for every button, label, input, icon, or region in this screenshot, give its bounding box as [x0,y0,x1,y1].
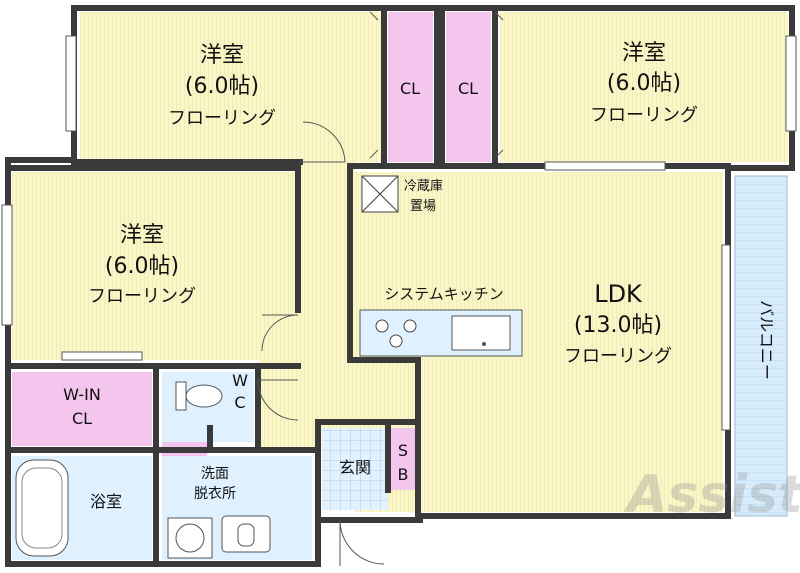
fridge-label-1: 冷蔵庫 [404,179,443,194]
bathroom-label: 浴室 [90,492,122,511]
doors [257,11,504,566]
walk-in-closet-label-1: W-IN [63,385,101,404]
bedroom-top-left-floor [80,12,382,162]
walls [5,5,795,567]
closet-2-label: CL [458,79,478,98]
assist-logo: Assist [623,465,800,525]
svg-text:Assist: Assist [623,465,800,525]
kitchen-label: システムキッチン [384,285,504,303]
fridge-space [361,175,399,213]
bedroom-left-size: (6.0帖) [105,254,179,279]
washroom-label-1: 洗面 [201,466,229,482]
bedroom-top-left-floor-label: フローリング [168,108,276,129]
walk-in-closet-fill [12,372,152,446]
closet-2-fill [446,12,491,162]
bedroom-top-left-name: 洋室 [200,43,244,68]
bathtub [15,459,69,557]
toilet-fixture [175,381,223,411]
bedroom-top-left-size: (6.0帖) [185,74,259,99]
ldk-floor-label: フローリング [564,346,672,367]
closet-1-label: CL [400,79,420,98]
bedroom-top-right-size: (6.0帖) [607,71,681,96]
bedroom-top-right-floor-label: フローリング [590,105,698,126]
shoe-box-label-2: B [398,465,409,484]
walk-in-closet-label-2: CL [72,409,92,428]
ldk-name: LDK [594,280,643,308]
toilet-label-2: C [234,393,245,412]
bedroom-top-right-name: 洋室 [622,41,666,66]
balcony-label: バルコニー [757,300,776,380]
fridge-label-2: 置場 [410,199,436,214]
shoe-box-fill [388,428,418,490]
ldk-size: (13.0帖) [574,313,662,338]
washroom-label-2: 脱衣所 [194,486,236,502]
closet-1-fill [388,12,433,162]
entrance-label: 玄関 [339,458,371,477]
windows [1,35,797,431]
entrance-tiles [322,428,388,510]
bedroom-left-name: 洋室 [120,223,164,248]
shoe-box-label-1: S [398,441,408,460]
toilet-label-1: W [232,371,248,390]
bedroom-left-floor [12,172,298,360]
kitchen-counter [359,309,523,357]
bedroom-top-right-floor [500,12,788,162]
balcony-fill [734,175,788,517]
washroom-fixtures [167,515,271,559]
bedroom-left-floor-label: フローリング [88,286,196,307]
